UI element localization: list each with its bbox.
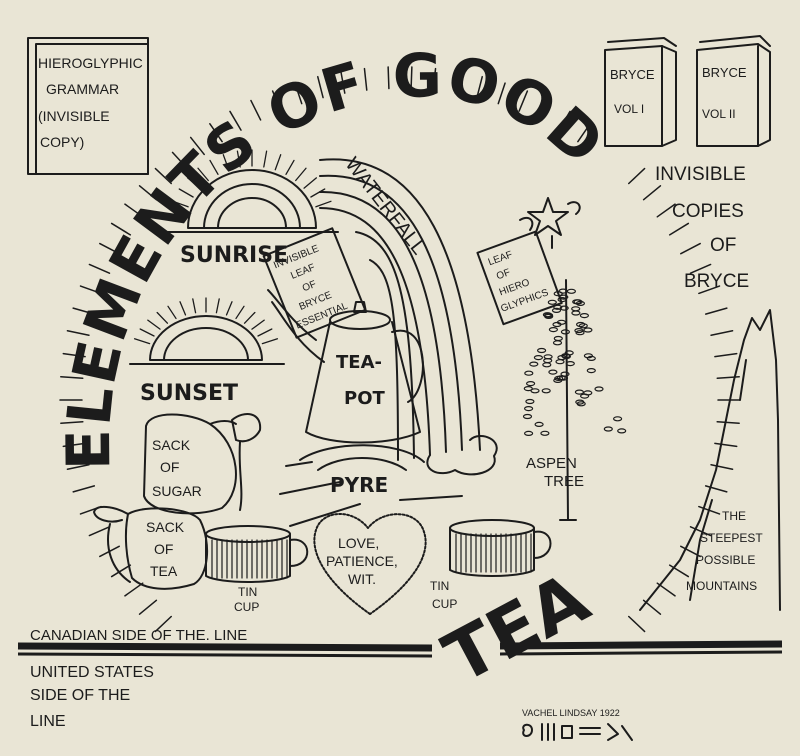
pyre: PYRE: [279, 444, 463, 527]
book-2-vol: VOL II: [702, 107, 736, 121]
leaf-of-hieroglyphics: LEAF OF HIERO GLYPHICS: [476, 230, 563, 326]
signature-text: VACHEL LINDSAY 1922: [522, 708, 620, 718]
leaf-bryce-line-3: OF: [301, 279, 318, 294]
headline-tea: TEA: [431, 557, 602, 700]
tea-sack-line-2: OF: [154, 541, 173, 557]
steepest-mountains: THE STEEPEST POSSIBLE MOUNTAINS: [639, 309, 781, 611]
bryce-book-1: BRYCE VOL I: [604, 37, 677, 147]
grammar-line-3: (INVISIBLE: [38, 108, 110, 124]
tincup-right-line-2: CUP: [432, 597, 457, 611]
sugar-line-2: OF: [160, 459, 179, 475]
waterfall: WATERFALL: [319, 153, 498, 476]
headline: ELEMENTS OF GOOD: [54, 41, 618, 470]
tin-cup-left: TIN CUP: [205, 525, 309, 614]
tea-sack-line-3: TEA: [150, 563, 178, 579]
tincup-left-line-1: TIN: [238, 585, 257, 599]
sunset-label: SUNSET: [140, 381, 238, 406]
sunrise-label: SUNRISE: [180, 243, 288, 268]
grammar-book: HIEROGLYPHIC GRAMMAR (INVISIBLE COPY): [27, 37, 149, 175]
heart-line-2: PATIENCE,: [326, 553, 398, 569]
sunset: SUNSET: [129, 297, 285, 406]
sugar-line-3: SUGAR: [152, 483, 202, 499]
heart: LOVE, PATIENCE, WIT.: [313, 513, 427, 615]
tincup-right-line-1: TIN: [430, 579, 449, 593]
bryce-book-2: BRYCE VOL II: [696, 35, 771, 147]
sunrise: SUNRISE: [167, 149, 339, 268]
us-side-line-3: LINE: [30, 713, 66, 730]
us-side-line-1: UNITED STATES: [30, 664, 154, 681]
mountains-line-1: THE: [722, 509, 746, 523]
sack-of-sugar: SACK OF SUGAR: [143, 413, 262, 515]
sack-of-tea: SACK OF TEA: [93, 506, 209, 590]
teapot-line-1: TEA-: [336, 352, 382, 373]
pyre-label: PYRE: [330, 473, 388, 497]
star-icon: [519, 197, 581, 249]
mountains-line-3: POSSIBLE: [696, 553, 755, 567]
aspen-line-1: ASPEN: [526, 455, 577, 472]
mountains-line-2: STEEPEST: [700, 531, 763, 545]
book-2-title: BRYCE: [702, 65, 747, 80]
tincup-left-line-2: CUP: [234, 600, 259, 614]
hieroglyph-signature-icon: [522, 723, 633, 741]
invisible-copies-caption: INVISIBLE COPIES OF BRYCE: [655, 164, 749, 292]
leaf-hiero-line-1: LEAF: [487, 249, 514, 268]
teapot-line-2: POT: [344, 388, 385, 409]
us-side-line-2: SIDE OF THE: [30, 687, 130, 704]
book-1-vol: VOL I: [614, 102, 644, 116]
book-1-title: BRYCE: [610, 67, 655, 82]
radiating-ticks: [59, 66, 741, 633]
teapot: TEA- POT: [267, 289, 424, 444]
signature: VACHEL LINDSAY 1922: [522, 708, 633, 741]
canadian-side-label: CANADIAN SIDE OF THE. LINE: [30, 627, 247, 644]
aspen-tree: ASPEN TREE: [522, 279, 627, 521]
grammar-line-2: GRAMMAR: [46, 81, 119, 97]
heart-line-3: WIT.: [348, 571, 376, 587]
heart-line-1: LOVE,: [338, 535, 379, 551]
tin-cup-right: TIN CUP: [430, 519, 552, 611]
copies-line-2: COPIES: [672, 201, 744, 222]
grammar-line-1: HIEROGLYPHIC: [38, 55, 143, 71]
tea-sack-line-1: SACK: [146, 519, 185, 535]
copies-line-4: BRYCE: [684, 271, 749, 292]
grammar-line-4: COPY): [40, 134, 84, 150]
mountains-line-4: MOUNTAINS: [686, 579, 757, 593]
headline-text: ELEMENTS OF GOOD: [54, 41, 616, 470]
border-line: CANADIAN SIDE OF THE. LINE UNITED STATES…: [17, 627, 783, 730]
leaf-hiero-line-2: OF: [495, 267, 512, 282]
sugar-line-1: SACK: [152, 437, 191, 453]
aspen-line-2: TREE: [544, 473, 584, 490]
copies-line-3: OF: [710, 235, 736, 256]
copies-line-1: INVISIBLE: [655, 164, 746, 185]
